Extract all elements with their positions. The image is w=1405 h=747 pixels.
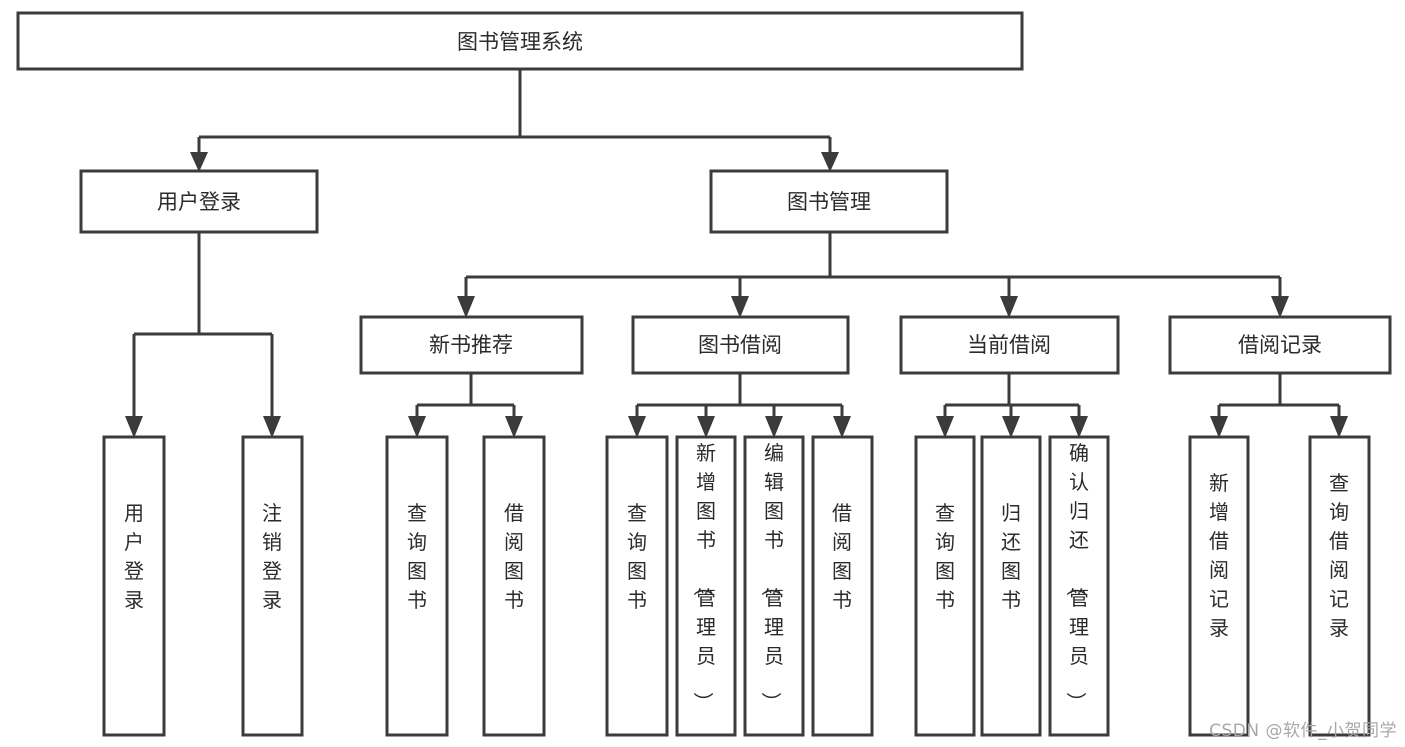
node-leaf-query-book-2-label: 查询图书 (627, 501, 647, 612)
arrow-newbook-to-leaf2-icon (505, 416, 523, 438)
node-leaf-query-book-1-box[interactable] (385, 435, 449, 737)
node-leaf-add-book-label: 新增图书（管理员） (691, 441, 716, 712)
node-leaf-query-record[interactable]: 查询借阅记录 (1308, 435, 1371, 737)
node-user-login[interactable]: 用户登录 (79, 169, 319, 234)
node-leaf-confirm-return[interactable]: 确认归还（管理员） (1048, 435, 1110, 737)
node-borrow-record-box[interactable] (1168, 315, 1392, 375)
node-leaf-edit-book[interactable]: 编辑图书（管理员） (743, 435, 805, 737)
node-root[interactable]: 图书管理系统 (16, 11, 1024, 71)
node-user-login-box[interactable] (79, 169, 319, 234)
node-leaf-edit-book-box[interactable] (743, 435, 805, 737)
arrow-bookborrow-to-leaf2-icon (697, 416, 715, 438)
node-leaf-query-book-2-box[interactable] (605, 435, 669, 737)
node-new-book-rec-box[interactable] (359, 315, 584, 375)
arrow-borrowrecord-to-leaf2-icon (1330, 416, 1348, 438)
node-leaf-query-book-3-label: 查询图书 (935, 501, 955, 612)
arrow-root-to-user-login-icon (190, 152, 208, 172)
arrow-bookmanage-to-record-icon (1271, 296, 1289, 318)
node-borrow-record-label: 借阅记录 (1238, 333, 1322, 357)
arrow-borrowrecord-to-leaf1-icon (1210, 416, 1228, 438)
node-book-manage-label: 图书管理 (787, 190, 871, 214)
arrow-currentborrow-to-leaf3-icon (1070, 416, 1088, 438)
arrow-userlogin-to-leaf2-icon (263, 416, 281, 438)
node-leaf-logout-label: 注销登录 (262, 501, 282, 612)
node-leaf-query-book-3[interactable]: 查询图书 (914, 435, 976, 737)
node-borrow-record[interactable]: 借阅记录 (1168, 315, 1392, 375)
node-leaf-borrow-book-2-label: 借阅图书 (832, 501, 852, 612)
node-layer: 图书管理系统 用户登录 图书管理 新书推荐 图书借阅 当前 (16, 11, 1392, 737)
node-leaf-add-book[interactable]: 新增图书（管理员） (675, 435, 737, 737)
node-leaf-user-login-box[interactable] (102, 435, 166, 737)
node-leaf-return-book[interactable]: 归还图书 (980, 435, 1042, 737)
node-leaf-logout[interactable]: 注销登录 (241, 435, 304, 737)
node-new-book-rec-label: 新书推荐 (429, 333, 513, 357)
node-leaf-user-login[interactable]: 用户登录 (102, 435, 166, 737)
node-leaf-return-book-label: 归还图书 (1001, 501, 1021, 612)
node-leaf-edit-book-label: 编辑图书（管理员） (759, 441, 784, 712)
node-current-borrow-box[interactable] (899, 315, 1120, 375)
node-current-borrow[interactable]: 当前借阅 (899, 315, 1120, 375)
node-root-label: 图书管理系统 (457, 30, 583, 54)
node-leaf-query-record-label: 查询借阅记录 (1329, 471, 1349, 640)
arrow-currentborrow-to-leaf2-icon (1002, 416, 1020, 438)
node-leaf-query-book-1[interactable]: 查询图书 (385, 435, 449, 737)
node-leaf-query-book-3-box[interactable] (914, 435, 976, 737)
node-leaf-add-record[interactable]: 新增借阅记录 (1188, 435, 1250, 737)
node-leaf-confirm-return-label: 确认归还（管理员） (1064, 441, 1089, 712)
arrow-bookmanage-to-borrow-icon (731, 296, 749, 318)
watermark: CSDN @软件_小贺同学 (1209, 721, 1397, 741)
node-book-borrow-label: 图书借阅 (698, 333, 782, 357)
arrow-bookborrow-to-leaf1-icon (628, 416, 646, 438)
arrow-userlogin-to-leaf1-icon (125, 416, 143, 438)
node-current-borrow-label: 当前借阅 (967, 333, 1051, 357)
node-root-box[interactable] (16, 11, 1024, 71)
node-leaf-borrow-book-2-box[interactable] (811, 435, 874, 737)
node-leaf-logout-box[interactable] (241, 435, 304, 737)
node-leaf-query-book-1-label: 查询图书 (407, 501, 427, 612)
node-leaf-borrow-book-1[interactable]: 借阅图书 (482, 435, 546, 737)
node-user-login-label: 用户登录 (157, 190, 241, 214)
node-leaf-add-record-label: 新增借阅记录 (1209, 471, 1229, 640)
arrow-newbook-to-leaf1-icon (408, 416, 426, 438)
arrow-root-to-book-manage-icon (821, 152, 839, 172)
node-leaf-query-record-box[interactable] (1308, 435, 1371, 737)
node-book-borrow[interactable]: 图书借阅 (631, 315, 850, 375)
arrow-bookborrow-to-leaf3-icon (765, 416, 783, 438)
node-leaf-borrow-book-1-label: 借阅图书 (504, 501, 524, 612)
arrow-bookmanage-to-current-icon (1000, 296, 1018, 318)
arrow-bookborrow-to-leaf4-icon (833, 416, 851, 438)
node-leaf-user-login-label: 用户登录 (124, 501, 144, 612)
connector-layer (125, 69, 1348, 438)
node-new-book-rec[interactable]: 新书推荐 (359, 315, 584, 375)
node-leaf-add-record-box[interactable] (1188, 435, 1250, 737)
arrow-bookmanage-to-newbook-icon (457, 296, 475, 318)
node-leaf-borrow-book-1-box[interactable] (482, 435, 546, 737)
node-book-borrow-box[interactable] (631, 315, 850, 375)
arrow-currentborrow-to-leaf1-icon (936, 416, 954, 438)
node-leaf-borrow-book-2[interactable]: 借阅图书 (811, 435, 874, 737)
node-leaf-return-book-box[interactable] (980, 435, 1042, 737)
node-leaf-add-book-box[interactable] (675, 435, 737, 737)
node-leaf-confirm-return-box[interactable] (1048, 435, 1110, 737)
node-book-manage-box[interactable] (709, 169, 949, 234)
node-book-manage[interactable]: 图书管理 (709, 169, 949, 234)
node-leaf-query-book-2[interactable]: 查询图书 (605, 435, 669, 737)
